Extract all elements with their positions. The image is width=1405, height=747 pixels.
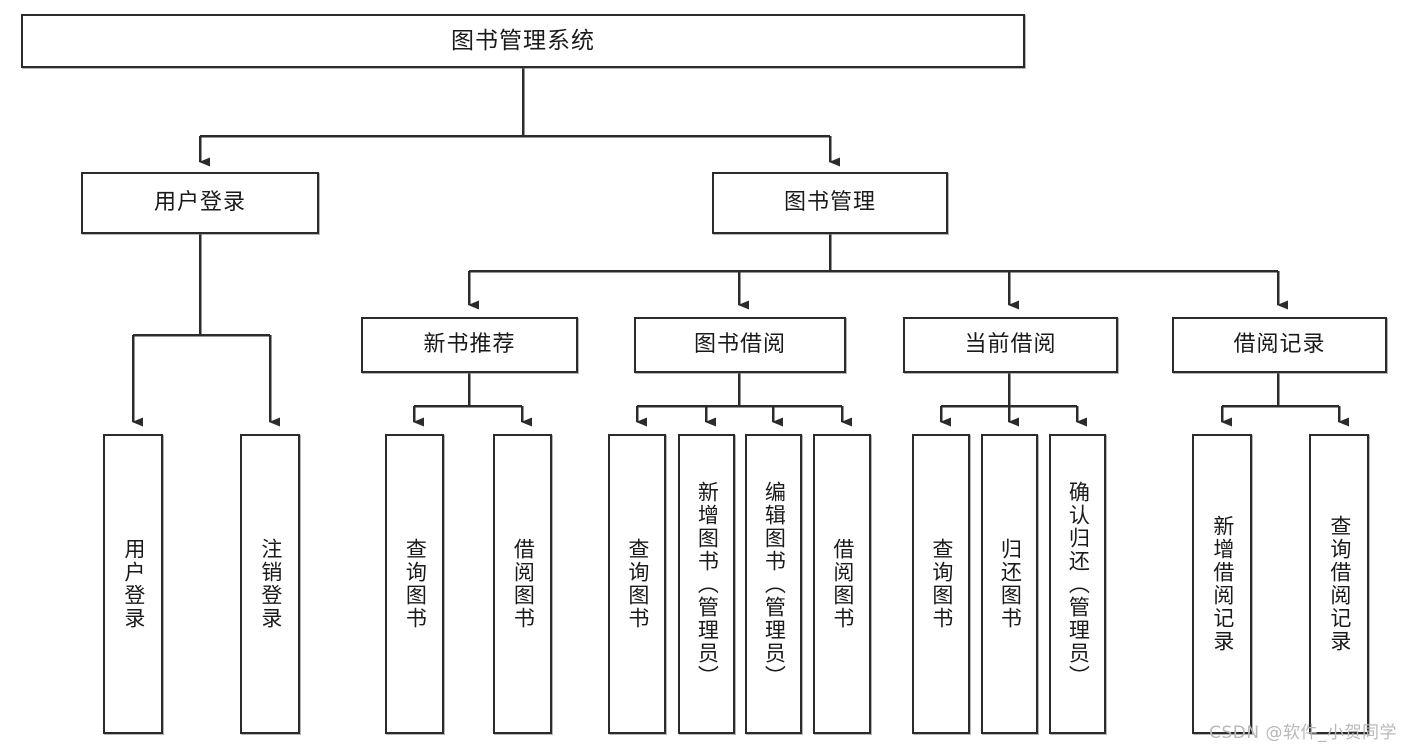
node-label: 图书管理 [783,190,876,216]
node-label: 借阅图书 [830,538,855,630]
leaf-query-book-3[interactable]: 查询图书 [912,434,970,734]
leaf-user-login[interactable]: 用户登录 [103,434,163,734]
leaf-query-book-2[interactable]: 查询图书 [608,434,666,734]
node-label: 查询图书 [403,538,428,630]
leaf-edit-book-admin[interactable]: 编辑图书（管理员） [745,434,802,734]
node-book-borrow[interactable]: 图书借阅 [634,317,846,373]
leaf-add-book-admin[interactable]: 新增图书（管理员） [678,434,735,734]
node-user-login[interactable]: 用户登录 [81,172,319,234]
node-label: 编辑图书（管理员） [762,480,787,688]
node-label: 用户登录 [153,190,246,216]
leaf-query-borrow-record[interactable]: 查询借阅记录 [1309,434,1369,734]
node-label: 用户登录 [121,538,146,630]
node-label: 新增借阅记录 [1210,515,1235,653]
leaf-return-book[interactable]: 归还图书 [981,434,1038,734]
node-label: 当前借阅 [964,332,1057,358]
node-label: 新书推荐 [423,332,516,358]
node-label: 借阅图书 [511,538,536,630]
leaf-query-book-1[interactable]: 查询图书 [385,434,444,734]
node-book-management[interactable]: 图书管理 [712,172,948,234]
node-label: 图书管理系统 [451,27,595,54]
node-book-management-system[interactable]: 图书管理系统 [21,14,1025,68]
node-borrow-record[interactable]: 借阅记录 [1172,317,1387,373]
csdn-watermark: CSDN @软件_小贺同学 [1209,723,1397,743]
leaf-add-borrow-record[interactable]: 新增借阅记录 [1192,434,1252,734]
leaf-borrow-book-2[interactable]: 借阅图书 [813,434,871,734]
node-label: 注销登录 [258,538,283,630]
node-label: 新增图书（管理员） [695,480,720,688]
leaf-logout[interactable]: 注销登录 [240,434,300,734]
node-label: 借阅记录 [1233,332,1326,358]
node-label: 查询图书 [929,538,954,630]
node-new-book-recommend[interactable]: 新书推荐 [361,317,578,373]
node-label: 查询借阅记录 [1327,515,1352,653]
node-label: 图书借阅 [693,332,786,358]
leaf-confirm-return-admin[interactable]: 确认归还（管理员） [1049,434,1106,734]
node-current-borrow[interactable]: 当前借阅 [903,317,1118,373]
node-label: 确认归还（管理员） [1066,480,1091,688]
node-label: 归还图书 [998,538,1023,630]
leaf-borrow-book-1[interactable]: 借阅图书 [493,434,552,734]
node-label: 查询图书 [625,538,650,630]
